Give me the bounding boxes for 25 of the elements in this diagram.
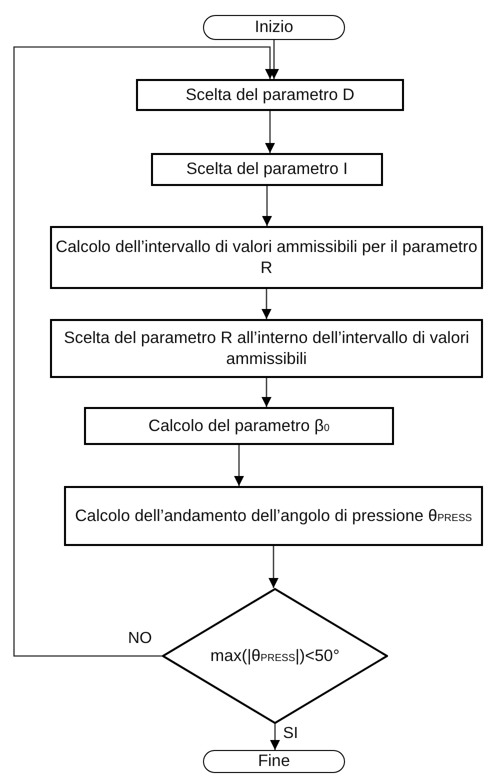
arrow <box>13 46 275 657</box>
arrow <box>270 724 280 750</box>
process-box <box>50 226 483 289</box>
arrow <box>265 111 275 153</box>
arrow <box>234 445 244 486</box>
process-box <box>136 79 404 111</box>
process-box <box>84 407 394 445</box>
node-text: Scelta del parametro I <box>186 159 348 180</box>
process-box <box>151 153 383 186</box>
node-text: Scelta del parametro D <box>186 84 354 106</box>
terminator <box>203 750 345 773</box>
arrow <box>262 289 272 319</box>
edge-label: NO <box>128 630 152 648</box>
edge-label: SI <box>283 725 298 743</box>
node-text: Fine <box>258 751 290 772</box>
arrow <box>268 546 278 588</box>
arrow <box>262 378 272 407</box>
process-box <box>64 486 483 546</box>
node-text: Scelta del parametro R all’interno dell’intervallo di valori ammissibili <box>62 328 470 370</box>
terminator <box>203 15 345 40</box>
node-text: Calcolo dell’intervallo di valori ammissibili per il parametro R <box>54 236 478 278</box>
arrow <box>269 40 279 79</box>
process-box <box>50 319 483 378</box>
arrow <box>262 186 272 226</box>
node-text: Inizio <box>254 17 294 38</box>
